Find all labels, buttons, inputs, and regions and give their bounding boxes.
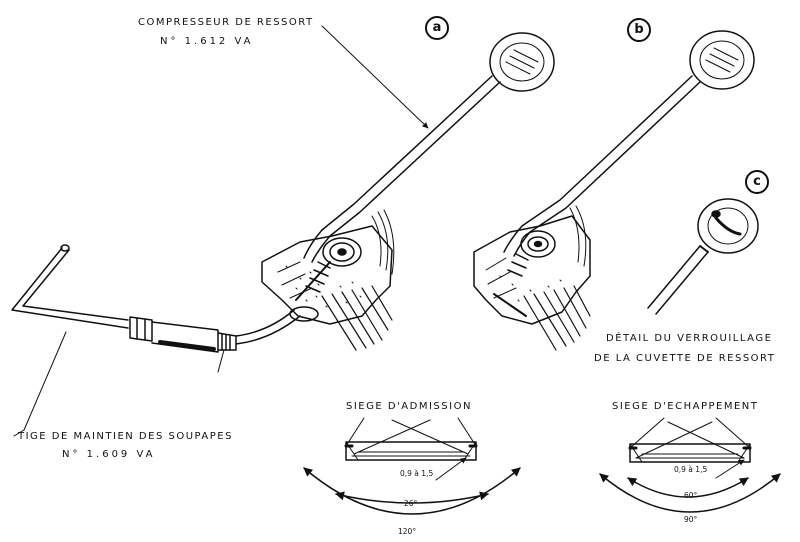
cylinder-head-a bbox=[217, 209, 395, 373]
intake-outer-angle: 120° bbox=[398, 527, 417, 536]
intake-width-label: 0,9 à 1,5 bbox=[400, 469, 434, 478]
intake-seat-title: SIEGE D'ADMISSION bbox=[346, 401, 472, 412]
spring-cup-detail bbox=[647, 198, 759, 315]
exhaust-outer-angle: 90° bbox=[684, 515, 698, 524]
rod-leader bbox=[13, 331, 67, 437]
compressor-ref-label: N° 1.612 VA bbox=[160, 36, 254, 47]
valve-holding-rod bbox=[11, 244, 237, 353]
intake-seat-diagram bbox=[303, 417, 521, 515]
exhaust-width-label: 0,9 à 1,5 bbox=[674, 465, 708, 474]
cylinder-head-b bbox=[473, 205, 591, 351]
detail-caption-line1: DÉTAIL DU VERROUILLAGE bbox=[606, 333, 773, 344]
exhaust-seat-title: SIEGE D'ECHAPPEMENT bbox=[612, 401, 759, 412]
compressor-name-label: COMPRESSEUR DE RESSORT bbox=[138, 17, 314, 28]
marker-c: c bbox=[745, 170, 769, 194]
rod-name-label: TIGE DE MAINTIEN DES SOUPAPES bbox=[18, 431, 233, 442]
marker-a: a bbox=[425, 16, 449, 40]
rod-ref-label: N° 1.609 VA bbox=[62, 449, 156, 460]
compressor-leader bbox=[321, 25, 429, 129]
spring-compressor-a bbox=[295, 32, 555, 301]
exhaust-inner-angle: 60° bbox=[684, 491, 698, 500]
detail-caption-line2: DE LA CUVETTE DE RESSORT bbox=[594, 353, 776, 364]
exhaust-seat-diagram bbox=[599, 417, 781, 513]
marker-b: b bbox=[627, 18, 651, 42]
intake-inner-angle: 26° bbox=[404, 499, 418, 508]
spring-compressor-b bbox=[503, 30, 755, 257]
